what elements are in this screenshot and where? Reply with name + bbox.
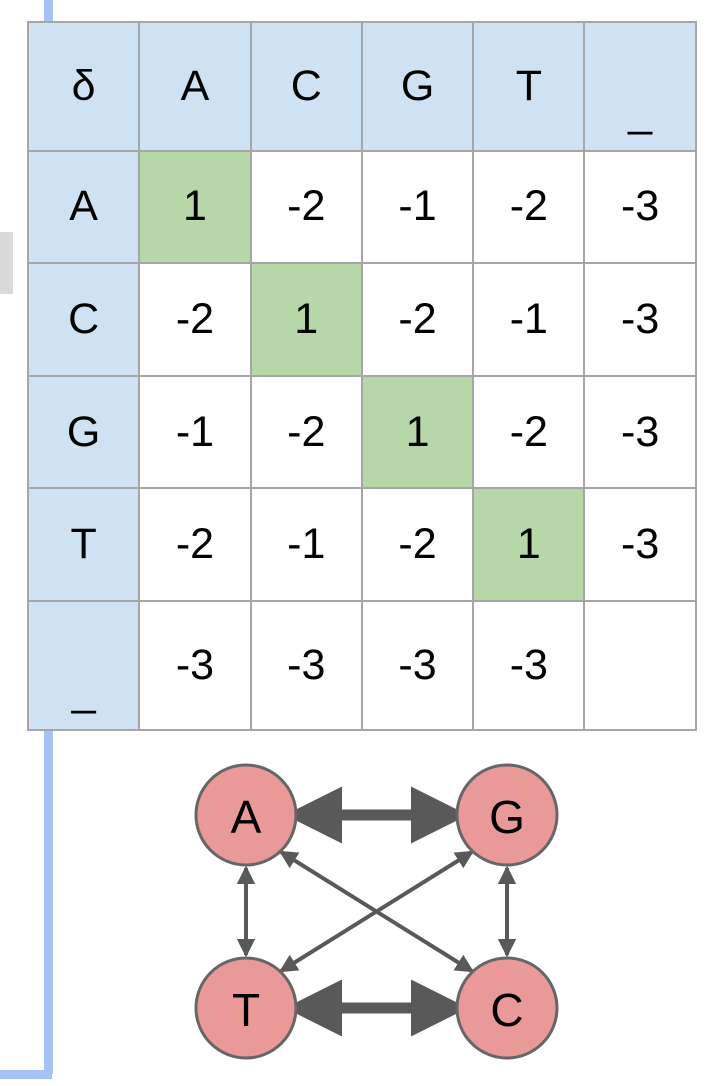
matrix-cell: -1	[138, 374, 252, 490]
matrix-cell: -1	[249, 487, 363, 602]
column-header-c: C	[249, 21, 363, 152]
row-header-a: A	[26, 149, 141, 265]
matrix-cell: -2	[249, 374, 363, 490]
edge-t-g	[278, 850, 475, 973]
node-circle-g[interactable]	[455, 763, 559, 867]
matrix-cell: -3	[583, 374, 697, 490]
graph-node-g[interactable]: G	[455, 763, 559, 867]
scoring-matrix-body: δ A C G T _ A 1 -2 -1 -2 -3 C -2 1 -	[26, 21, 697, 731]
scoring-matrix: δ A C G T _ A 1 -2 -1 -2 -3 C -2 1 -	[26, 21, 697, 731]
matrix-cell: -1	[472, 262, 586, 377]
matrix-cell	[583, 599, 697, 731]
matrix-cell: -3	[138, 599, 252, 731]
row-header-c: C	[26, 262, 141, 377]
matrix-cell: -2	[472, 149, 586, 265]
node-label-c: C	[490, 984, 523, 1036]
column-header-gap: _	[583, 21, 697, 152]
matrix-corner-label: δ	[26, 21, 141, 152]
connector-line-top	[44, 0, 53, 23]
matrix-cell: -1	[360, 149, 475, 265]
matrix-cell: -2	[360, 262, 475, 377]
matrix-cell: 1	[138, 149, 252, 265]
matrix-cell: -2	[472, 374, 586, 490]
matrix-cell: 1	[472, 487, 586, 602]
node-circle-a[interactable]	[194, 763, 298, 867]
graph-node-a[interactable]: A	[194, 763, 298, 867]
matrix-cell: -3	[249, 599, 363, 731]
table-row: _ -3 -3 -3 -3	[26, 599, 697, 731]
connector-line-elbow	[0, 684, 52, 1079]
column-header-t: T	[472, 21, 586, 152]
gray-tab-marker	[0, 232, 13, 294]
row-header-g: G	[26, 374, 141, 490]
graph-node-c[interactable]: C	[455, 956, 559, 1060]
column-header-a: A	[138, 21, 252, 152]
row-header-t: T	[26, 487, 141, 602]
matrix-cell: -2	[249, 149, 363, 265]
node-label-a: A	[231, 791, 262, 843]
graph-node-t[interactable]: T	[194, 956, 298, 1060]
scoring-matrix-table: δ A C G T _ A 1 -2 -1 -2 -3 C -2 1 -	[26, 21, 697, 731]
matrix-cell: -2	[138, 262, 252, 377]
table-row: G -1 -2 1 -2 -3	[26, 374, 697, 490]
matrix-cell: 1	[249, 262, 363, 377]
table-row: T -2 -1 -2 1 -3	[26, 487, 697, 602]
node-label-t: T	[232, 984, 260, 1036]
matrix-cell: -3	[583, 262, 697, 377]
matrix-cell: 1	[360, 374, 475, 490]
connector-line-down	[44, 684, 53, 1074]
graph-edges	[236, 786, 517, 1037]
node-circle-c[interactable]	[455, 956, 559, 1060]
table-row: A 1 -2 -1 -2 -3	[26, 149, 697, 265]
node-circle-t[interactable]	[194, 956, 298, 1060]
matrix-cell: -3	[583, 149, 697, 265]
matrix-cell: -2	[138, 487, 252, 602]
node-label-g: G	[489, 791, 525, 843]
matrix-cell: -2	[360, 487, 475, 602]
substitution-graph: A G T C	[0, 716, 716, 1086]
column-header-g: G	[360, 21, 475, 152]
table-header-row: δ A C G T _	[26, 21, 697, 152]
matrix-cell: -3	[360, 599, 475, 731]
matrix-cell: -3	[472, 599, 586, 731]
matrix-cell: -3	[583, 487, 697, 602]
table-row: C -2 1 -2 -1 -3	[26, 262, 697, 377]
row-header-gap: _	[26, 599, 141, 731]
